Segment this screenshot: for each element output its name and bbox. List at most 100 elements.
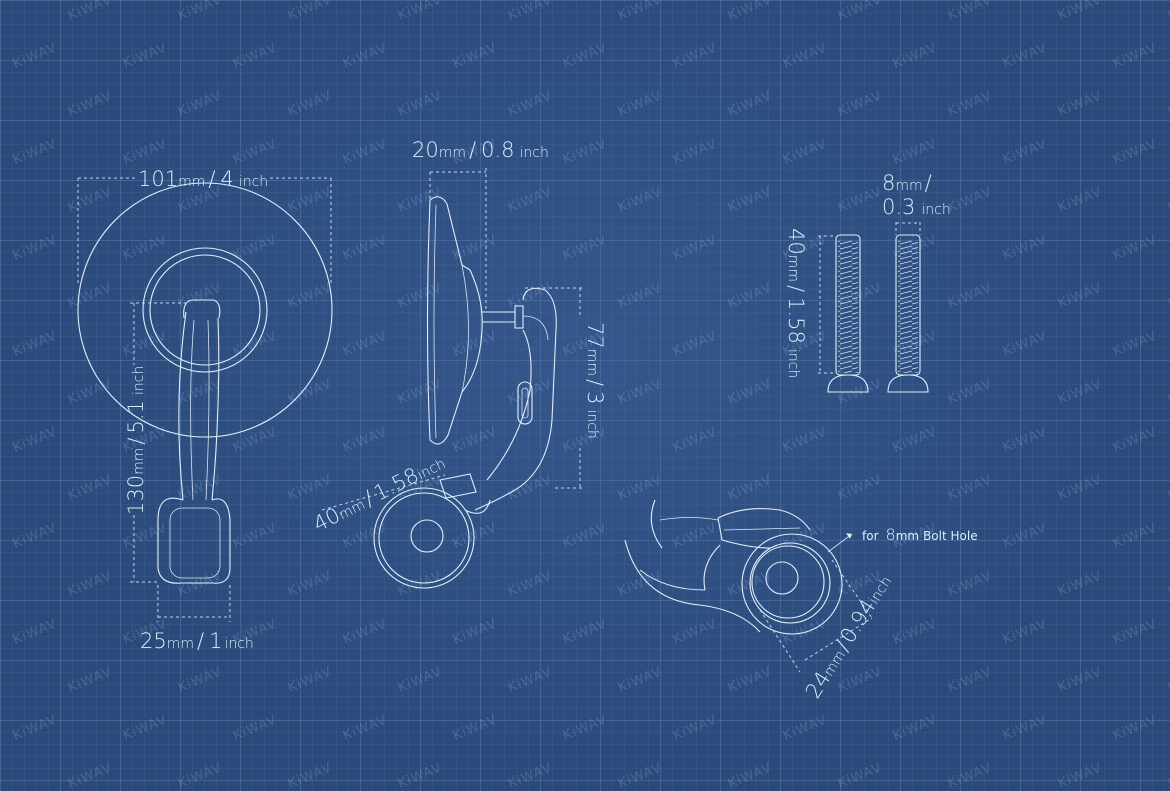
arm-width-mm-value: 25	[140, 629, 167, 653]
watermark-text: KiWAV	[451, 520, 499, 551]
watermark-text: KiWAV	[671, 712, 719, 743]
watermark-text: KiWAV	[506, 760, 554, 791]
watermark-text: KiWAV	[341, 616, 389, 647]
watermark-text: KiWAV	[451, 616, 499, 647]
watermark-text: KiWAV	[1166, 664, 1170, 695]
bolt-hole-suffix: Bolt Hole	[923, 529, 978, 543]
watermark-text: KiWAV	[66, 280, 114, 311]
watermark-text: KiWAV	[176, 88, 224, 119]
watermark-text: KiWAV	[396, 568, 444, 599]
watermark-text: KiWAV	[121, 232, 169, 263]
watermark-text: KiWAV	[341, 136, 389, 167]
watermark-text: KiWAV	[341, 520, 389, 551]
watermark-text: KiWAV	[891, 616, 939, 647]
mirror-depth-in-unit: inch	[520, 145, 549, 161]
mounting-bolts	[818, 222, 929, 393]
watermark-text: KiWAV	[1166, 184, 1170, 215]
watermark-text: KiWAV	[11, 232, 59, 263]
watermark-text: KiWAV	[561, 136, 609, 167]
watermark-text: KiWAV	[781, 136, 829, 167]
watermark-text: KiWAV	[176, 568, 224, 599]
watermark-text: KiWAV	[1056, 568, 1104, 599]
watermark-text: KiWAV	[11, 616, 59, 647]
watermark-text: KiWAV	[616, 88, 664, 119]
watermark-text: KiWAV	[726, 760, 774, 791]
mirror-width-in-value: 4	[220, 167, 233, 191]
watermark-text: KiWAV	[341, 40, 389, 71]
watermark-text: KiWAV	[1001, 40, 1049, 71]
watermark-text: KiWAV	[616, 280, 664, 311]
watermark-text: KiWAV	[66, 760, 114, 791]
watermark-text: KiWAV	[506, 568, 554, 599]
bracket-height-mm-value: 77	[583, 322, 607, 349]
watermark-text: KiWAV	[1111, 136, 1159, 167]
arm-length-in-value: 5.1	[124, 400, 148, 433]
watermark-text: KiWAV	[616, 184, 664, 215]
bolt-diameter-sep: /	[925, 171, 932, 195]
bolt-length-in-value: 1.58	[784, 297, 808, 344]
front-view-mirror	[77, 177, 333, 622]
watermark-text: KiWAV	[506, 0, 554, 24]
watermark-text: KiWAV	[66, 0, 114, 24]
watermark-text: KiWAV	[1166, 376, 1170, 407]
watermark-text: KiWAV	[451, 40, 499, 71]
watermark-text: KiWAV	[506, 184, 554, 215]
watermark-text: KiWAV	[66, 376, 114, 407]
watermark-text: KiWAV	[946, 664, 994, 695]
watermark-text: KiWAV	[0, 280, 4, 311]
watermark-text: KiWAV	[1111, 520, 1159, 551]
watermark-text: KiWAV	[946, 0, 994, 24]
watermark-text: KiWAV	[1166, 280, 1170, 311]
mirror-width-mm-unit: mm	[178, 174, 205, 190]
watermark-text: KiWAV	[836, 760, 884, 791]
watermark-text: KiWAV	[451, 712, 499, 743]
watermark-text: KiWAV	[561, 520, 609, 551]
watermark-text: KiWAV	[506, 664, 554, 695]
bolt-diameter-mm-value: 8	[882, 171, 895, 195]
watermark-text: KiWAV	[1056, 280, 1104, 311]
watermark-text: KiWAV	[0, 760, 4, 791]
watermark-text: KiWAV	[726, 280, 774, 311]
watermark-text: KiWAV	[286, 0, 334, 24]
watermark-text: KiWAV	[176, 760, 224, 791]
watermark-text: KiWAV	[946, 568, 994, 599]
watermark-text: KiWAV	[1111, 424, 1159, 455]
watermark-text: KiWAV	[341, 424, 389, 455]
bracket-height-sep: /	[583, 379, 607, 386]
watermark-text: KiWAV	[726, 88, 774, 119]
watermark-text: KiWAV	[561, 616, 609, 647]
watermark-text: KiWAV	[1056, 760, 1104, 791]
watermark-text: KiWAV	[1056, 0, 1104, 24]
watermark-text: KiWAV	[396, 760, 444, 791]
watermark-text: KiWAV	[836, 88, 884, 119]
arm-length-mm-unit: mm	[131, 448, 147, 475]
watermark-text: KiWAV	[231, 232, 279, 263]
watermark-text: KiWAV	[231, 712, 279, 743]
watermark-text: KiWAV	[946, 280, 994, 311]
watermark-text: KiWAV	[396, 280, 444, 311]
svg-text:101mm/4inch: 101mm/4inch	[138, 167, 268, 191]
watermark-text: KiWAV	[1056, 88, 1104, 119]
watermark-text: KiWAV	[396, 664, 444, 695]
watermark-text: KiWAV	[121, 520, 169, 551]
watermark-text: KiWAV	[1001, 424, 1049, 455]
watermark-text: KiWAV	[616, 760, 664, 791]
watermark-text: KiWAV	[286, 88, 334, 119]
watermark-text: KiWAV	[11, 328, 59, 359]
watermark-text: KiWAV	[781, 40, 829, 71]
watermark-text: KiWAV	[726, 664, 774, 695]
watermark-text: KiWAV	[561, 40, 609, 71]
watermark-text: KiWAV	[506, 88, 554, 119]
mirror-width-mm-value: 101	[138, 167, 178, 191]
bolt-diameter-mm-unit: mm	[895, 178, 922, 194]
svg-text:130mm/5.1inch: 130mm/5.1inch	[124, 366, 148, 515]
bracket-height-in-unit: inch	[584, 409, 600, 438]
watermark-text: KiWAV	[231, 520, 279, 551]
watermark-text: KiWAV	[11, 424, 59, 455]
watermark-text: KiWAV	[616, 376, 664, 407]
watermark-text: KiWAV	[726, 472, 774, 503]
mirror-width-in-unit: inch	[239, 174, 268, 190]
watermark-text: KiWAV	[671, 40, 719, 71]
